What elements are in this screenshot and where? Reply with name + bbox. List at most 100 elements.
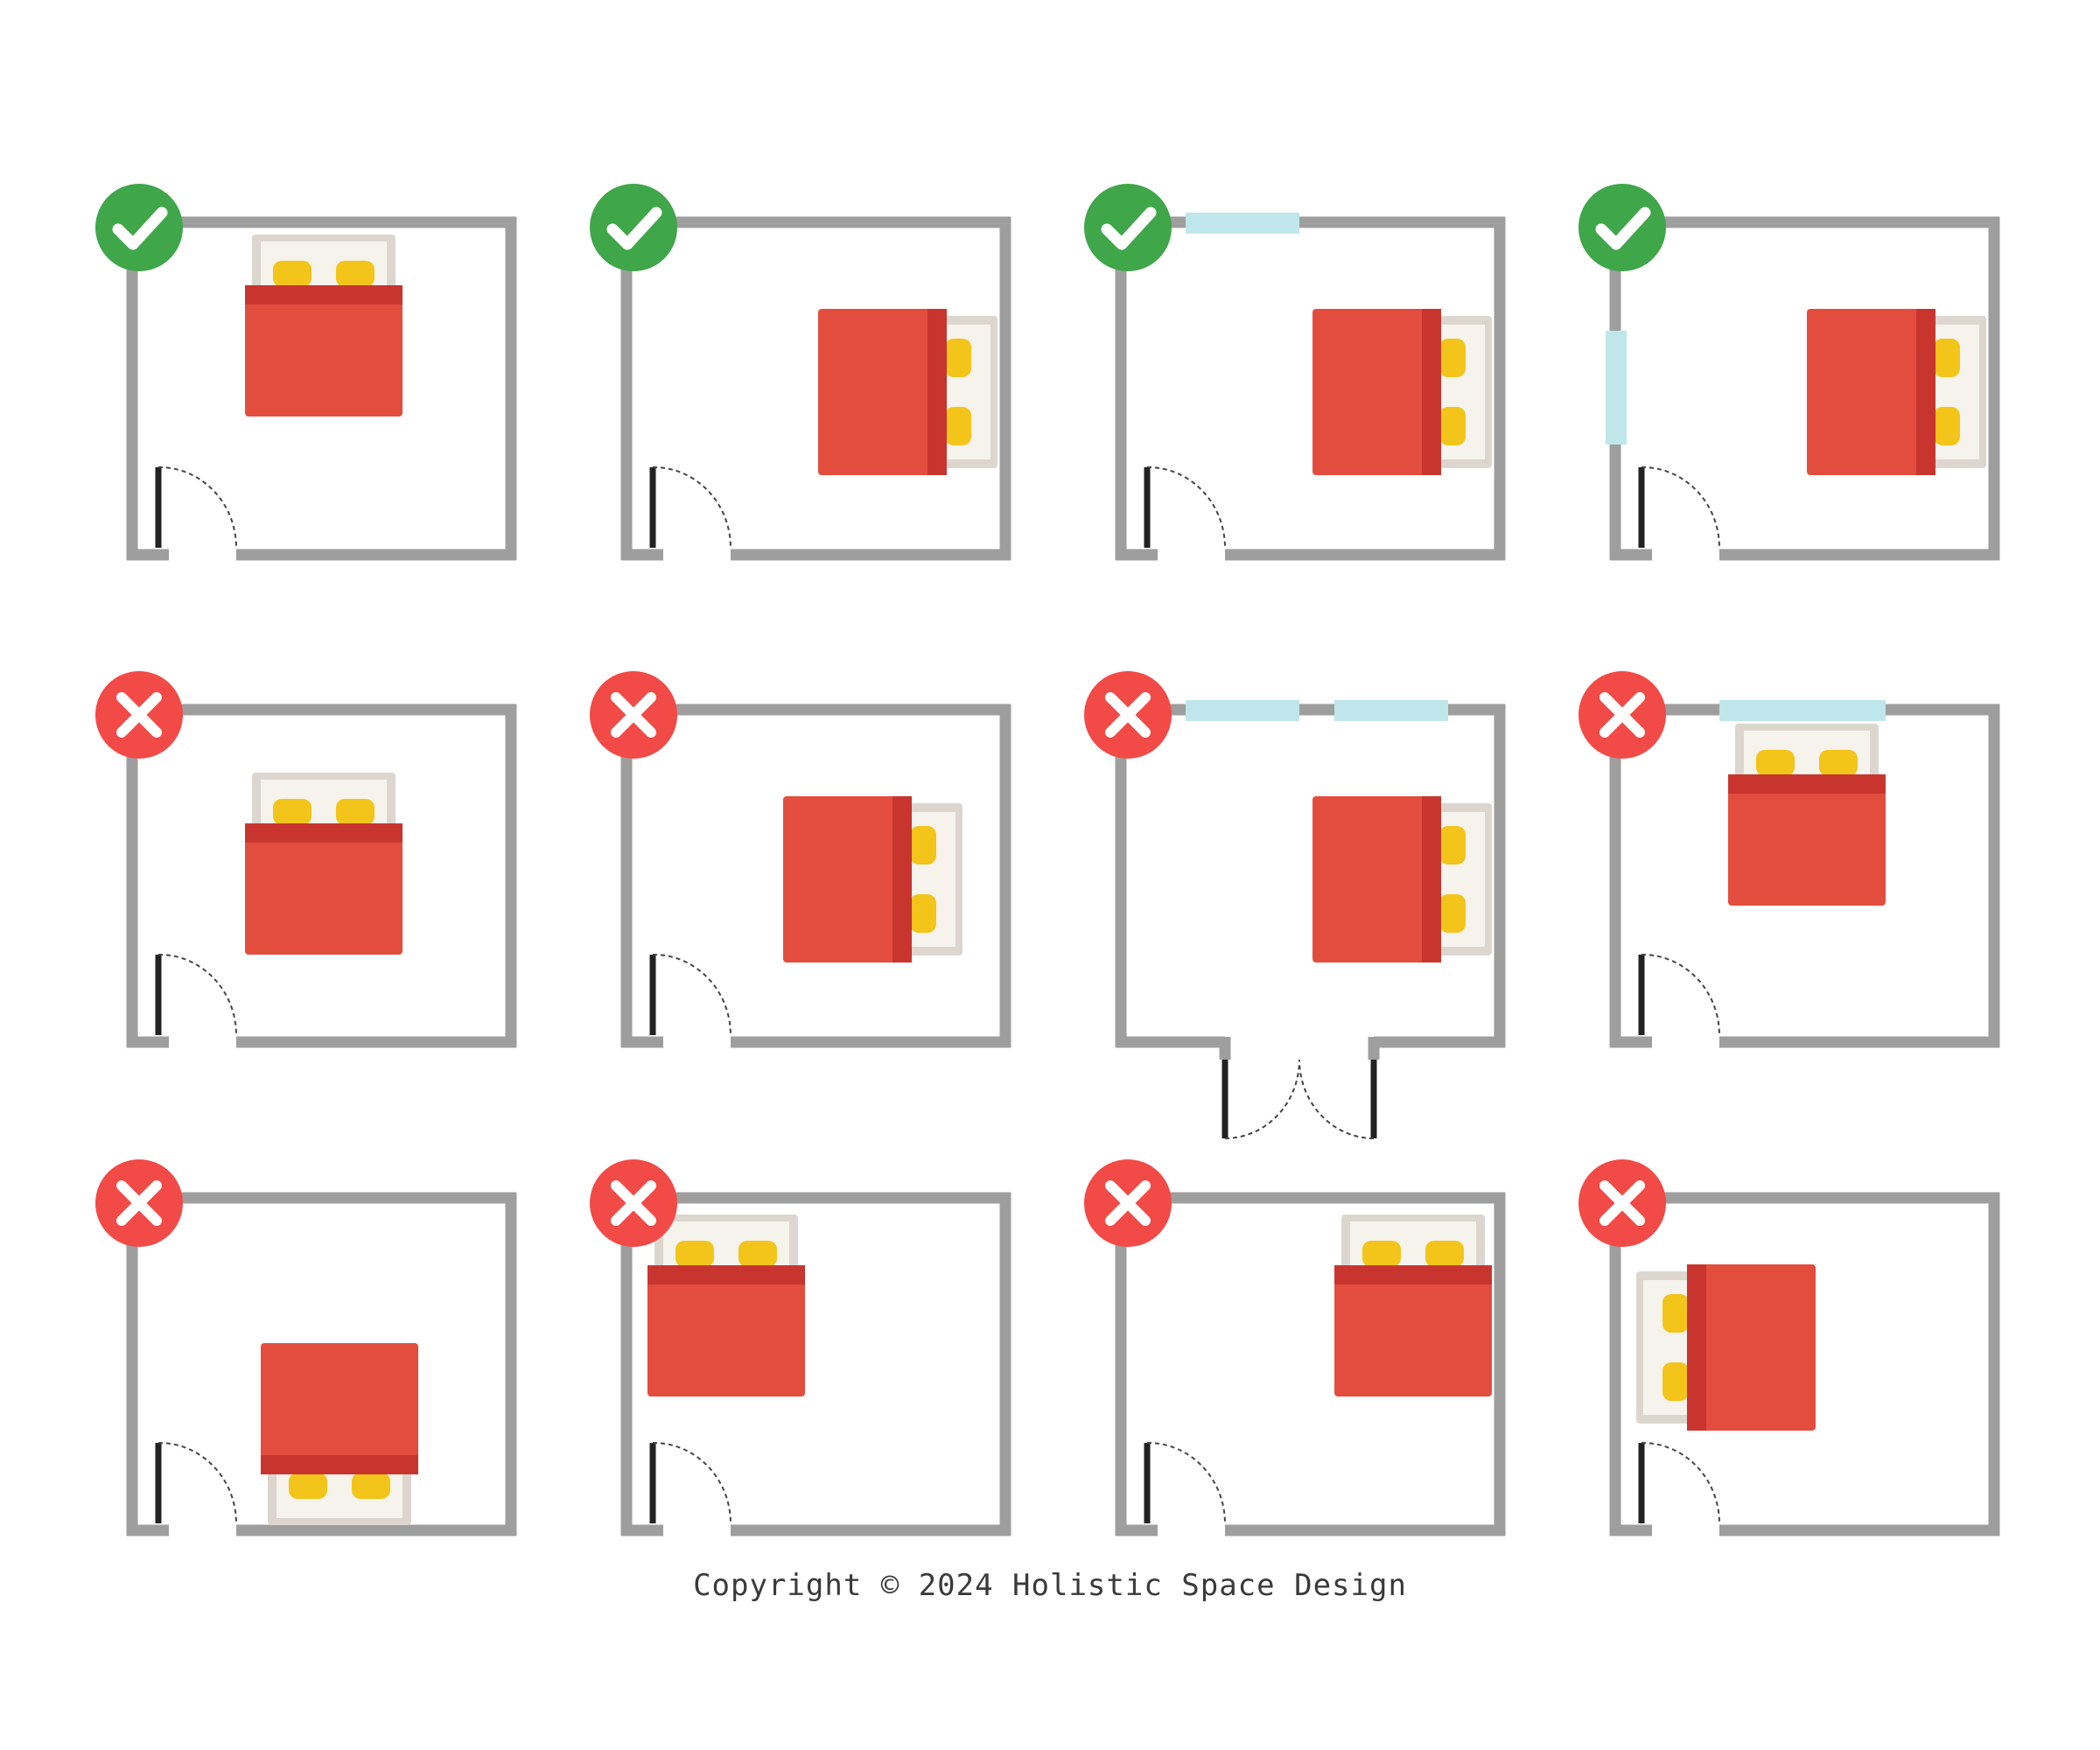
door-swing [1146,1441,1226,1524]
blanket [1728,774,1886,906]
blanket [1687,1264,1816,1431]
pillow [1439,407,1466,445]
door-swing [1298,1059,1375,1139]
blanket-fold [1687,1264,1706,1431]
window [1186,700,1299,721]
badge-circle [95,184,183,271]
cross-icon [590,1159,677,1247]
pillow [1934,407,1960,445]
cross-icon [95,671,183,759]
pillow [1439,894,1466,933]
cross-mark [116,692,162,738]
door [1144,1441,1226,1524]
blanket-fold [1422,796,1441,962]
door-swing [652,953,732,1036]
pillow [336,261,374,287]
blanket [818,309,947,475]
room-11 [1084,1159,1506,1536]
door [1638,953,1720,1036]
check-icon [590,184,677,271]
cross-icon [95,1159,183,1247]
bed [245,773,402,955]
room-4 [1578,184,2000,561]
pillow [1662,1362,1689,1401]
room-1 [95,184,517,561]
blanket [648,1265,805,1396]
bed [1334,1214,1492,1396]
bed [648,1214,805,1396]
door [649,1441,732,1524]
cross-icon [1084,1159,1172,1247]
blanket [245,285,402,416]
pillow [1934,339,1960,377]
cross-mark [1105,692,1151,738]
door-swing [1641,1441,1720,1524]
room-6 [590,671,1012,1048]
pillow [1662,1294,1689,1333]
room-7 [1084,671,1506,1139]
blanket [1334,1265,1492,1396]
room-5 [95,671,517,1048]
door-swing [652,466,732,549]
door-swing [158,953,237,1036]
blanket [245,823,402,955]
door [649,953,732,1036]
pillow [1439,826,1466,864]
door-swing [1146,466,1226,549]
badge-circle [590,184,677,271]
cross-mark [1600,692,1645,738]
cross-mark [1105,1180,1151,1226]
pillow [352,1473,390,1499]
blanket-fold [261,1455,418,1474]
cross-mark [1600,1180,1645,1226]
door [1638,466,1720,549]
blanket [1312,309,1441,475]
pillow [1819,750,1858,776]
bed [245,234,402,416]
door-swing [158,466,237,549]
bed [1636,1264,1816,1431]
check-mark [606,206,662,250]
pillow [1439,339,1466,377]
check-icon [1578,184,1666,271]
door-swing [652,1441,732,1524]
door [155,1441,237,1524]
check-mark [1101,206,1157,250]
room-12 [1578,1159,2000,1536]
pillow [676,1241,714,1267]
blanket [261,1343,418,1474]
pillow [289,1473,327,1499]
window [1606,331,1627,444]
pillow [945,407,971,445]
blanket-fold [1916,309,1936,475]
blanket-fold [1334,1265,1492,1284]
blanket [1312,796,1441,962]
blanket-fold [1422,309,1441,475]
door-swing [1224,1059,1300,1139]
blanket [783,796,912,962]
badge-circle [1578,184,1666,271]
check-icon [1084,184,1172,271]
double-door [1222,1059,1377,1139]
cross-icon [1578,671,1666,759]
pillow [945,339,971,377]
door [1638,1441,1720,1524]
cross-mark [611,692,656,738]
blanket [1807,309,1936,475]
blanket-fold [648,1265,805,1284]
copyright-text: Copyright © 2024 Holistic Space Design [693,1568,1407,1603]
pillow [1756,750,1795,776]
window [1334,700,1448,721]
pillow [336,799,374,825]
cross-icon [590,671,677,759]
bed [261,1343,418,1525]
window [1719,700,1886,721]
pillow [738,1241,777,1267]
door-swing [158,1441,237,1524]
window [1186,213,1299,234]
door-swing [1641,953,1720,1036]
door-swing [1641,466,1720,549]
blanket-fold [1728,774,1886,794]
cross-mark [611,1180,656,1226]
